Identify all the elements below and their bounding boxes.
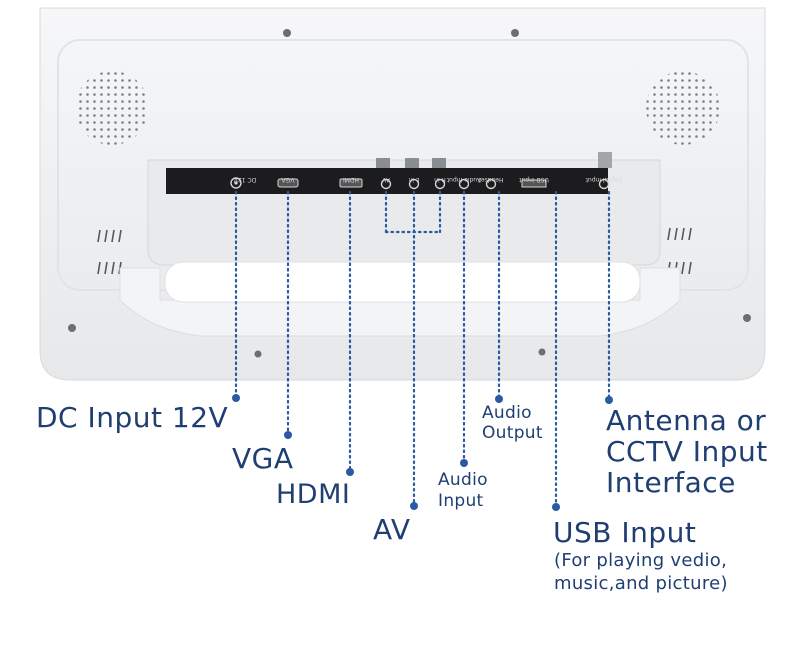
antenna-jack-top <box>598 152 612 168</box>
r-in-port-icon <box>434 178 446 190</box>
dot-usb <box>552 503 560 511</box>
strip-label-right: R-in <box>434 176 446 183</box>
l-in-port-icon <box>408 178 420 190</box>
dot-dc <box>232 394 240 402</box>
screw-icon <box>68 324 76 332</box>
label-audio-output-line2: Output <box>482 423 543 443</box>
screw-icon <box>283 29 291 37</box>
label-usb-input: USB Input <box>553 516 697 549</box>
label-audio-output-line1: Audio <box>482 403 532 423</box>
screw-icon <box>254 350 262 358</box>
leader-end-dots <box>232 394 613 511</box>
label-usb-note-line2: music,and picture) <box>554 573 728 594</box>
screw-icon <box>743 314 751 322</box>
strip-label-antenna: Digital input <box>585 176 622 183</box>
strip-label-av: AV <box>381 176 390 183</box>
leader-lines <box>234 190 611 507</box>
speaker-left-icon <box>75 71 149 145</box>
dot-hdmi <box>346 468 354 476</box>
vga-port-icon <box>277 178 299 188</box>
headset-port-icon <box>485 178 497 190</box>
dot-antenna <box>605 396 613 404</box>
av-jack-top <box>376 158 390 168</box>
dc-port-pin <box>234 181 238 185</box>
dot-audio-input <box>460 459 468 467</box>
strip-label-left: L-in <box>408 176 419 183</box>
label-av: AV <box>373 513 411 546</box>
label-dc-input: DC Input 12V <box>36 401 229 434</box>
strip-label-hdmi: HDMI <box>343 176 359 183</box>
dot-av <box>410 502 418 510</box>
strip-label-usb: USB input <box>519 176 549 183</box>
label-vga: VGA <box>232 442 294 475</box>
av-port-icon <box>380 178 392 190</box>
strip-label-vga: VGA <box>281 176 295 183</box>
label-antenna-line1: Antenna or <box>606 404 767 437</box>
hdmi-port-icon <box>339 178 363 188</box>
stand-opening <box>164 261 641 303</box>
label-hdmi: HDMI <box>276 479 351 510</box>
strip-label-audio-in: Audio Input <box>446 176 481 183</box>
label-antenna-line2: CCTV Input <box>606 435 768 468</box>
label-usb-note-line1: (For playing vedio, <box>554 550 728 571</box>
dot-vga <box>284 431 292 439</box>
speaker-right-icon <box>646 71 720 145</box>
usb-port-icon <box>521 179 547 188</box>
label-audio-input-line1: Audio <box>438 470 488 490</box>
strip-label-headset: Headset <box>478 176 504 183</box>
dot-audio-output <box>495 395 503 403</box>
label-antenna-line3: Interface <box>606 466 736 499</box>
strip-label-dc: DC 12V <box>233 176 256 183</box>
screw-icon <box>538 348 546 356</box>
av-jack-top <box>405 158 419 168</box>
dc-port-icon <box>230 177 242 189</box>
screw-icon <box>511 29 519 37</box>
av-jack-top <box>432 158 446 168</box>
label-audio-input-line2: Input <box>438 491 484 511</box>
audio-input-port-icon <box>458 178 470 190</box>
antenna-port-icon <box>598 178 610 190</box>
